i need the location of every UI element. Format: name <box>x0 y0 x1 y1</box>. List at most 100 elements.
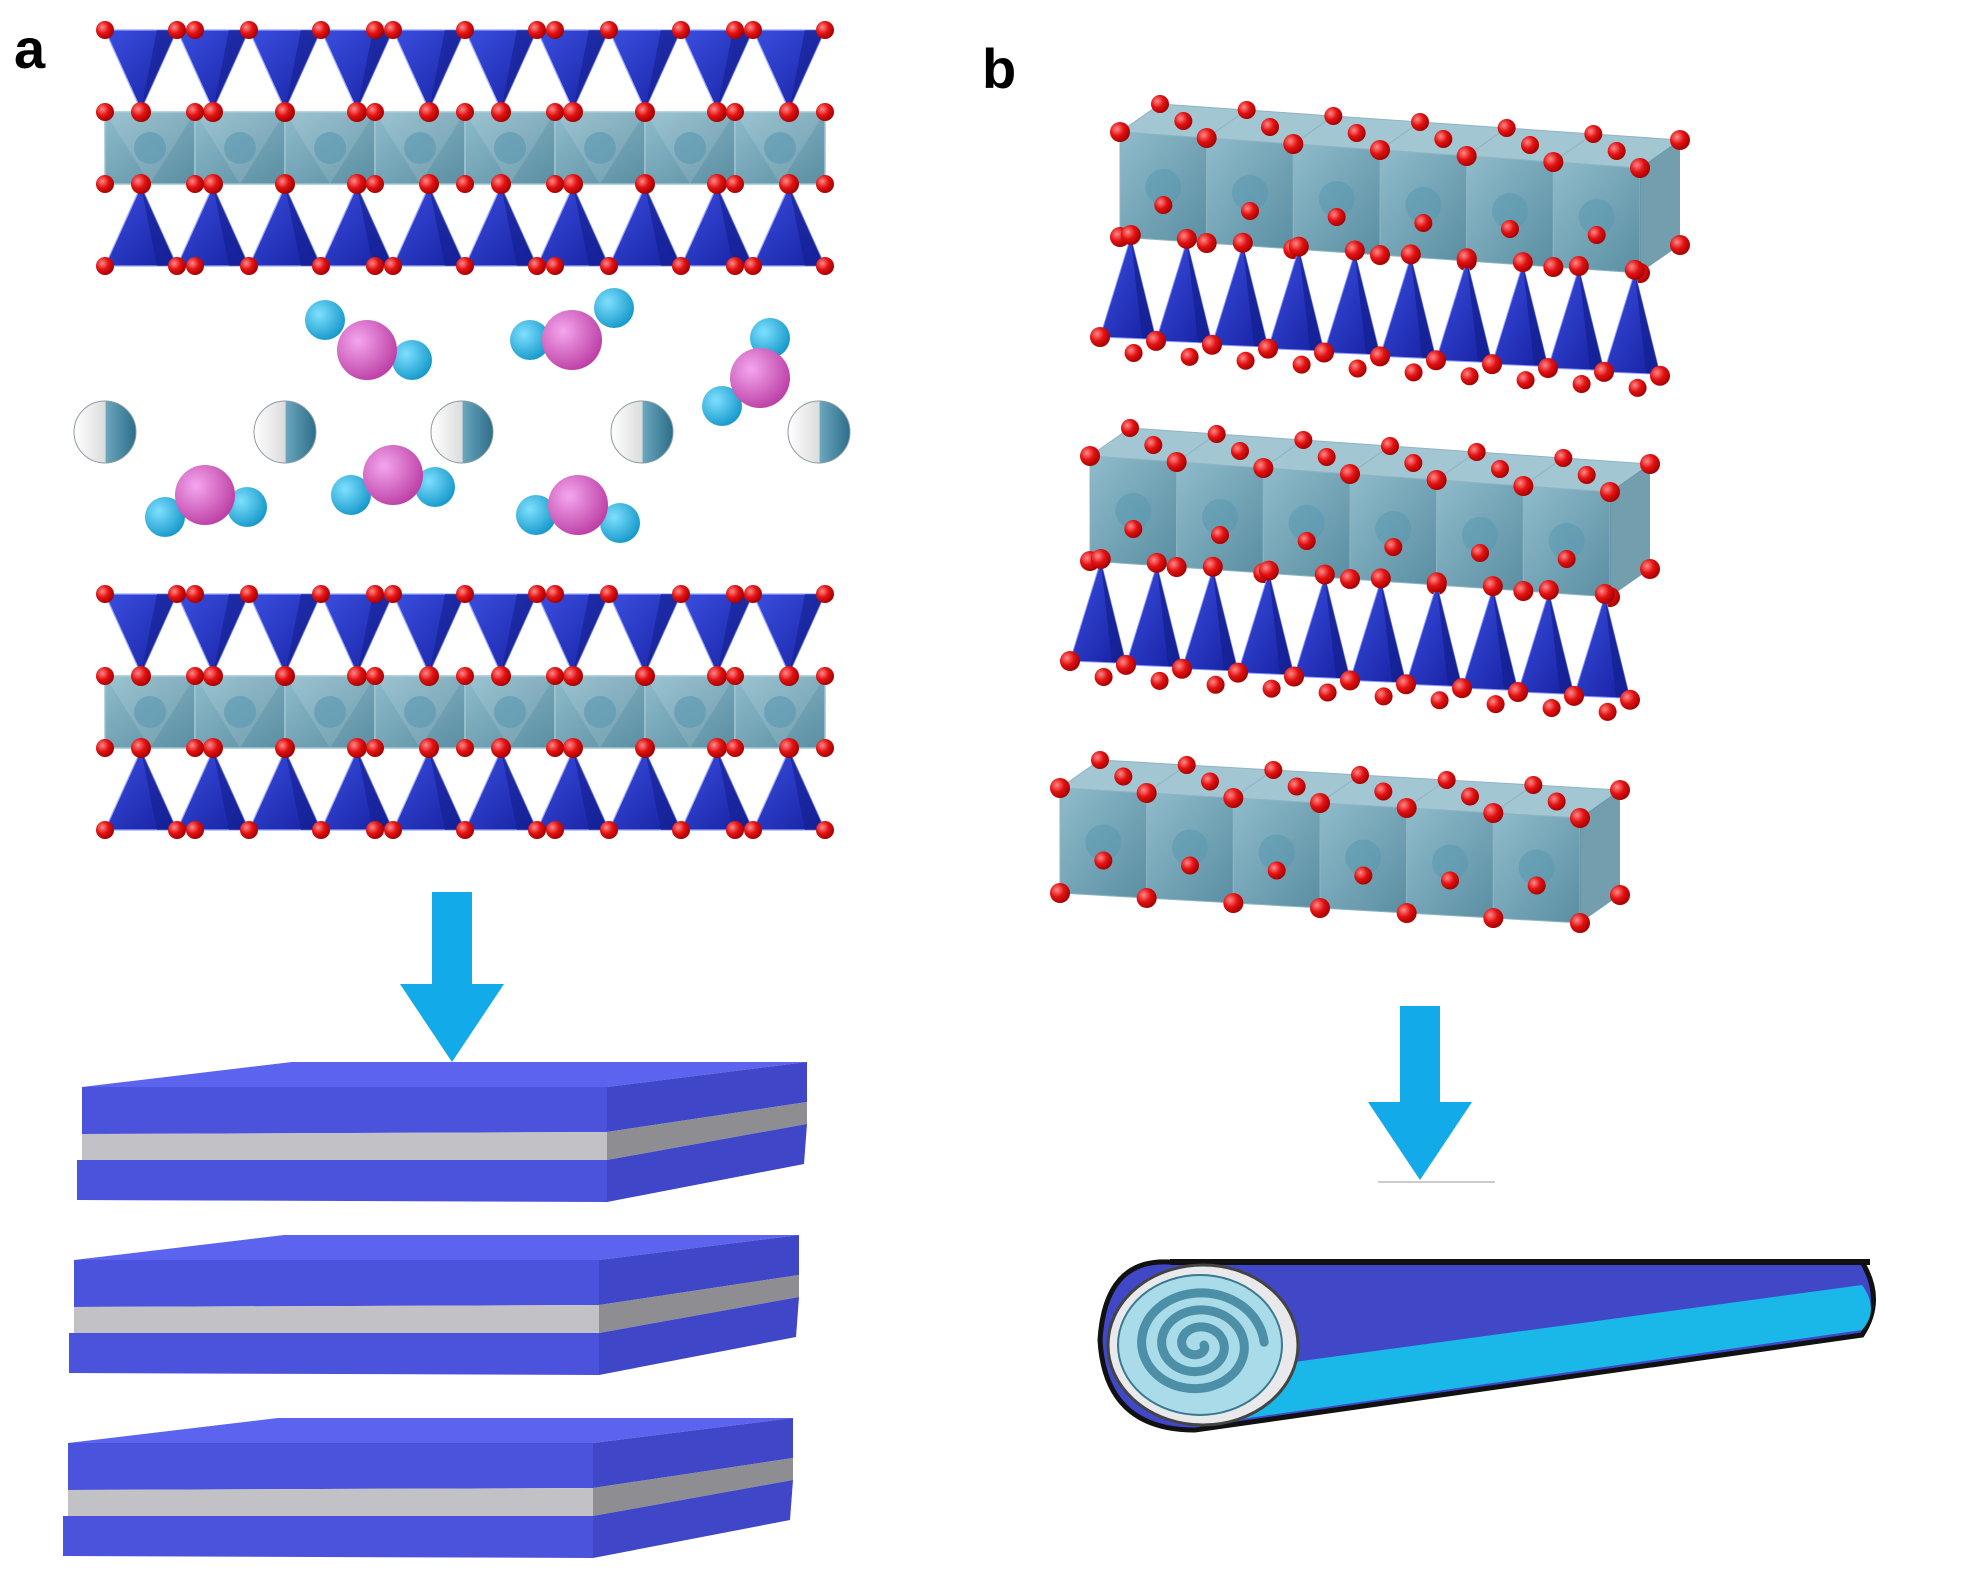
oxygen-atom <box>726 257 744 275</box>
oxygen-atom <box>491 102 511 122</box>
oxygen-atom <box>240 21 258 39</box>
oxygen-atom <box>600 821 618 839</box>
water-molecule <box>331 445 455 515</box>
oxygen-atom <box>816 739 834 757</box>
oxygen-atom <box>1116 654 1136 675</box>
interlayer-cation <box>253 400 317 464</box>
oxygen-atom <box>1524 776 1543 794</box>
oxygen-atom <box>1607 142 1626 160</box>
oxygen-atom <box>1396 903 1417 923</box>
oxygen-atom <box>1521 136 1539 154</box>
oxygen-atom <box>1237 101 1256 119</box>
oxygen-atom <box>744 257 762 275</box>
oxygen-atom <box>1136 783 1157 803</box>
layered-stack-icon <box>77 1062 807 1202</box>
to-clay-layer <box>1050 751 1630 933</box>
oxygen-atom <box>1340 670 1360 691</box>
oxygen-atom <box>1094 851 1113 870</box>
oxygen-atom <box>1347 124 1366 142</box>
oxygen-atom <box>384 21 402 39</box>
oxygen-atom <box>1374 687 1393 706</box>
oxygen-atom <box>1628 378 1647 397</box>
oxygen-atom <box>1538 358 1558 379</box>
tot-clay-layer <box>96 21 834 275</box>
oxygen-atom <box>528 585 546 603</box>
down-arrow-icon <box>1368 1006 1472 1180</box>
oxygen-atom <box>546 21 564 39</box>
oxygen-atom <box>816 585 834 603</box>
oxygen-atom <box>276 667 294 685</box>
oxygen-atom <box>1262 679 1281 698</box>
oxygen-atom <box>186 257 204 275</box>
oxygen-atom <box>1261 118 1279 136</box>
oxygen-atom <box>1513 581 1534 601</box>
oxygen-atom <box>1202 556 1223 577</box>
oxygen-atom <box>1314 564 1335 585</box>
oxygen-atom <box>366 585 384 603</box>
oxygen-atom <box>1348 359 1367 378</box>
oxygen-atom <box>347 174 367 194</box>
oxygen-atom <box>1318 683 1337 702</box>
oxygen-atom <box>491 666 511 686</box>
layered-stack-icon <box>69 1235 799 1375</box>
oxygen-atom <box>1232 232 1253 253</box>
oxygen-atom <box>1370 568 1391 589</box>
oxygen-atom <box>1144 436 1163 454</box>
oxygen-atom <box>1236 351 1255 370</box>
oxygen-atom <box>1317 448 1336 466</box>
oxygen-atom <box>366 667 384 685</box>
oxygen-atom <box>1610 780 1630 800</box>
oxygen-atom <box>1497 119 1516 137</box>
oxygen-atom <box>1146 552 1167 573</box>
oxygen-atom <box>1554 449 1573 467</box>
oxygen-atom <box>1460 367 1479 386</box>
oxygen-atom <box>203 666 223 686</box>
oxygen-atom <box>1196 128 1217 148</box>
oxygen-atom <box>816 667 834 685</box>
oxygen-atom <box>528 21 546 39</box>
oxygen-atom <box>1670 235 1690 255</box>
oxygen-atom <box>563 666 583 686</box>
oxygen-atom <box>546 739 564 757</box>
oxygen-atom <box>96 739 114 757</box>
oxygen-atom <box>1414 214 1433 232</box>
oxygen-atom <box>1166 452 1187 472</box>
oxygen-atom <box>203 102 223 122</box>
oxygen-atom <box>1461 787 1479 806</box>
oxygen-atom <box>168 821 186 839</box>
to-clay-layer <box>1060 419 1660 721</box>
oxygen-atom <box>456 739 474 757</box>
oxygen-atom <box>546 667 564 685</box>
oxygen-atom <box>366 21 384 39</box>
oxygen-atom <box>1630 158 1650 178</box>
oxygen-atom <box>1231 442 1249 460</box>
oxygen-atom <box>131 102 151 122</box>
oxygen-atom <box>240 585 258 603</box>
oxygen-atom <box>456 821 474 839</box>
oxygen-atom <box>1483 908 1504 928</box>
oxygen-atom <box>168 257 186 275</box>
oxygen-atom <box>1091 751 1109 769</box>
layered-stack-icon <box>63 1418 793 1558</box>
interlayer-cation <box>787 400 851 464</box>
nanotube-scroll-icon <box>1097 1259 1876 1433</box>
oxygen-atom <box>546 257 564 275</box>
to-clay-layer <box>1090 95 1690 397</box>
oxygen-atom <box>1508 682 1528 703</box>
panel-b-tubular-structure <box>1050 95 1876 1433</box>
oxygen-atom <box>1050 778 1070 798</box>
oxygen-atom <box>1600 482 1620 502</box>
octahedron <box>644 675 736 749</box>
oxygen-atom <box>1181 856 1199 875</box>
oxygen-atom <box>707 738 727 758</box>
oxygen-atom <box>672 21 690 39</box>
oxygen-atom <box>726 585 744 603</box>
oxygen-atom <box>1354 866 1373 885</box>
oxygen-atom <box>1174 112 1193 130</box>
oxygen-atom <box>744 585 762 603</box>
oxygen-atom <box>366 103 384 121</box>
down-arrow-icon <box>400 892 504 1062</box>
oxygen-atom <box>1570 913 1590 933</box>
oxygen-atom <box>1060 651 1080 671</box>
oxygen-atom <box>366 739 384 757</box>
